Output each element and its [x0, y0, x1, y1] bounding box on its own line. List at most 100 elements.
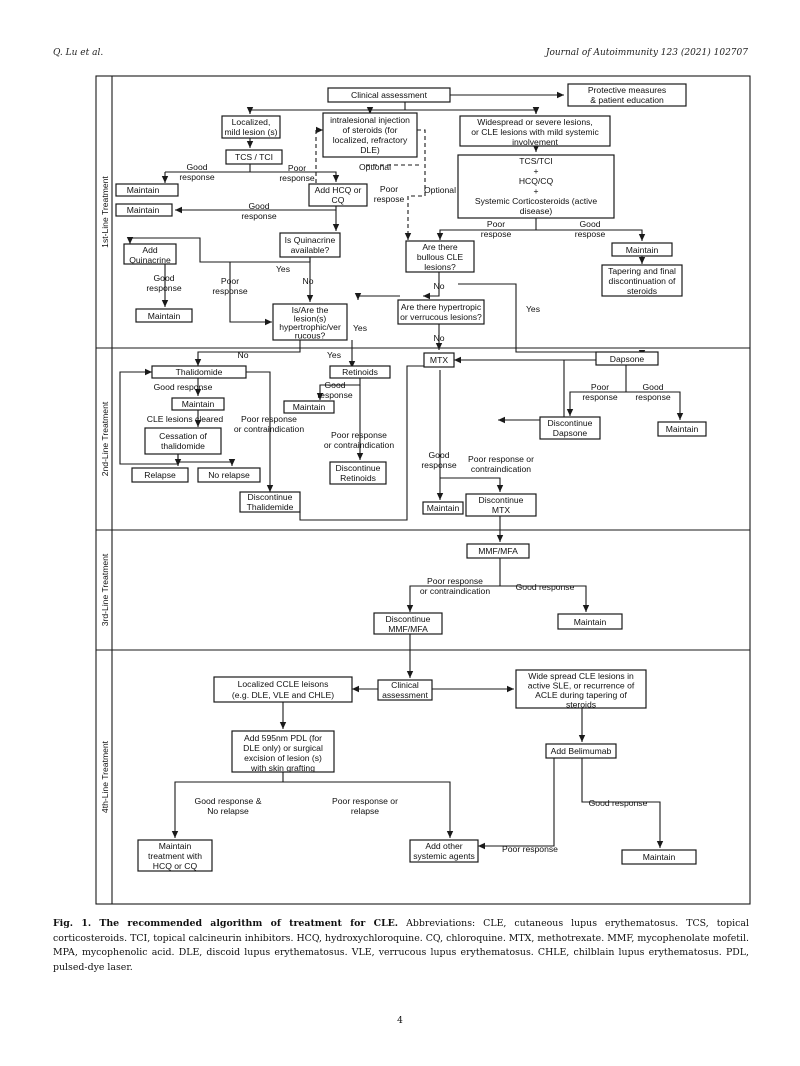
edge-label-optional-2: Optional	[424, 185, 456, 195]
edge-label-cle-cleared: CLE lesions cleared	[147, 414, 224, 424]
svg-text:Maintain: Maintain	[127, 205, 160, 215]
edge-label-no-bullous: No	[434, 281, 445, 291]
svg-text:Localized CCLE leisons(e.g. DL: Localized CCLE leisons(e.g. DLE, VLE and…	[232, 679, 334, 700]
box-localized-ccle: Localized CCLE leisons(e.g. DLE, VLE and…	[213, 676, 353, 703]
figure-frame	[95, 75, 751, 905]
edge-label-yes-lesion: Yes	[327, 350, 341, 360]
svg-text:Dapsone: Dapsone	[610, 354, 645, 364]
svg-text:Maintain: Maintain	[148, 311, 181, 321]
edge-label-no-quinacrine: No	[303, 276, 314, 286]
box-localized-mild: Localized,mild lesion (s)	[221, 115, 281, 139]
box-maintain-2c: Maintain	[657, 421, 707, 437]
box-maintain-4: Maintain	[621, 849, 697, 865]
edge-label-optional: Optional	[359, 162, 391, 172]
caption-title: Fig. 1. The recommended algorithm of tre…	[53, 918, 399, 929]
svg-text:Relapse: Relapse	[144, 470, 176, 480]
edge-label-no-hypertropic: No	[434, 333, 445, 343]
box-maintain-1d: Maintain	[135, 308, 193, 323]
running-header-authors: Q. Lu et al.	[53, 48, 104, 58]
svg-text:Protective measures& patient e: Protective measures& patient education	[588, 85, 666, 105]
svg-text:Maintain: Maintain	[182, 399, 215, 409]
box-maintain-1b: Maintain	[115, 203, 173, 217]
box-mtx: MTX	[423, 352, 455, 368]
svg-text:TCS/TCI+HCQ/CQ+Systemic Cortic: TCS/TCI+HCQ/CQ+Systemic Corticosteroids …	[475, 156, 597, 216]
lane-label-2nd: 2nd-Line Treatment	[100, 401, 110, 476]
box-retinoids: Retinoids	[329, 365, 391, 379]
edge-label-no-lesion: No	[238, 350, 249, 360]
box-maintain-1a: Maintain	[115, 183, 179, 197]
edge-label-good-response-thal: Good response	[154, 382, 213, 392]
svg-text:MTX: MTX	[430, 355, 448, 365]
caption-text: Abbreviations: CLE, cutaneous lupus eryt…	[53, 918, 749, 973]
svg-text:Retinoids: Retinoids	[342, 367, 378, 377]
svg-text:Maintain: Maintain	[293, 402, 326, 412]
box-tcs-tci: TCS / TCI	[225, 149, 283, 165]
box-clinical-assessment: Clinical assessment	[327, 87, 451, 103]
svg-text:Maintain: Maintain	[574, 617, 607, 627]
running-header-journal: Journal of Autoimmunity 123 (2021) 10270…	[545, 48, 748, 58]
figure-caption: Fig. 1. The recommended algorithm of tre…	[53, 917, 749, 975]
edge-label-good-response-mmf: Good response	[516, 582, 575, 592]
box-mmf-mfa: MMF/MFA	[466, 543, 530, 559]
box-dapsone: Dapsone	[595, 351, 659, 366]
svg-text:No relapse: No relapse	[208, 470, 250, 480]
svg-text:Maintain: Maintain	[127, 185, 160, 195]
lane-label-3rd: 3rd-Line Treatment	[100, 553, 110, 626]
box-thalidomide: Thalidomide	[151, 365, 247, 379]
box-widespread-severe: Widespread or severe lesions,or CLE lesi…	[459, 115, 611, 147]
box-add-belimumab: Add Belimumab	[545, 743, 617, 759]
page-number: 4	[397, 1016, 403, 1026]
svg-text:Widespread or severe lesions,o: Widespread or severe lesions,or CLE lesi…	[471, 117, 599, 147]
box-maintain-3: Maintain	[557, 613, 623, 630]
svg-text:Maintain: Maintain	[666, 424, 699, 434]
edge-label-good-response-belimumab: Good response	[589, 798, 648, 808]
svg-text:Localized,mild lesion (s): Localized,mild lesion (s)	[224, 117, 277, 137]
box-systemic-combination: TCS/TCI+HCQ/CQ+Systemic Corticosteroids …	[457, 154, 615, 219]
box-maintain-1c: Maintain	[611, 242, 673, 257]
lane-label-4th: 4th-Line Treatment	[100, 740, 110, 813]
edge-label-good-no-relapse: Good response &No relapse	[195, 796, 262, 816]
